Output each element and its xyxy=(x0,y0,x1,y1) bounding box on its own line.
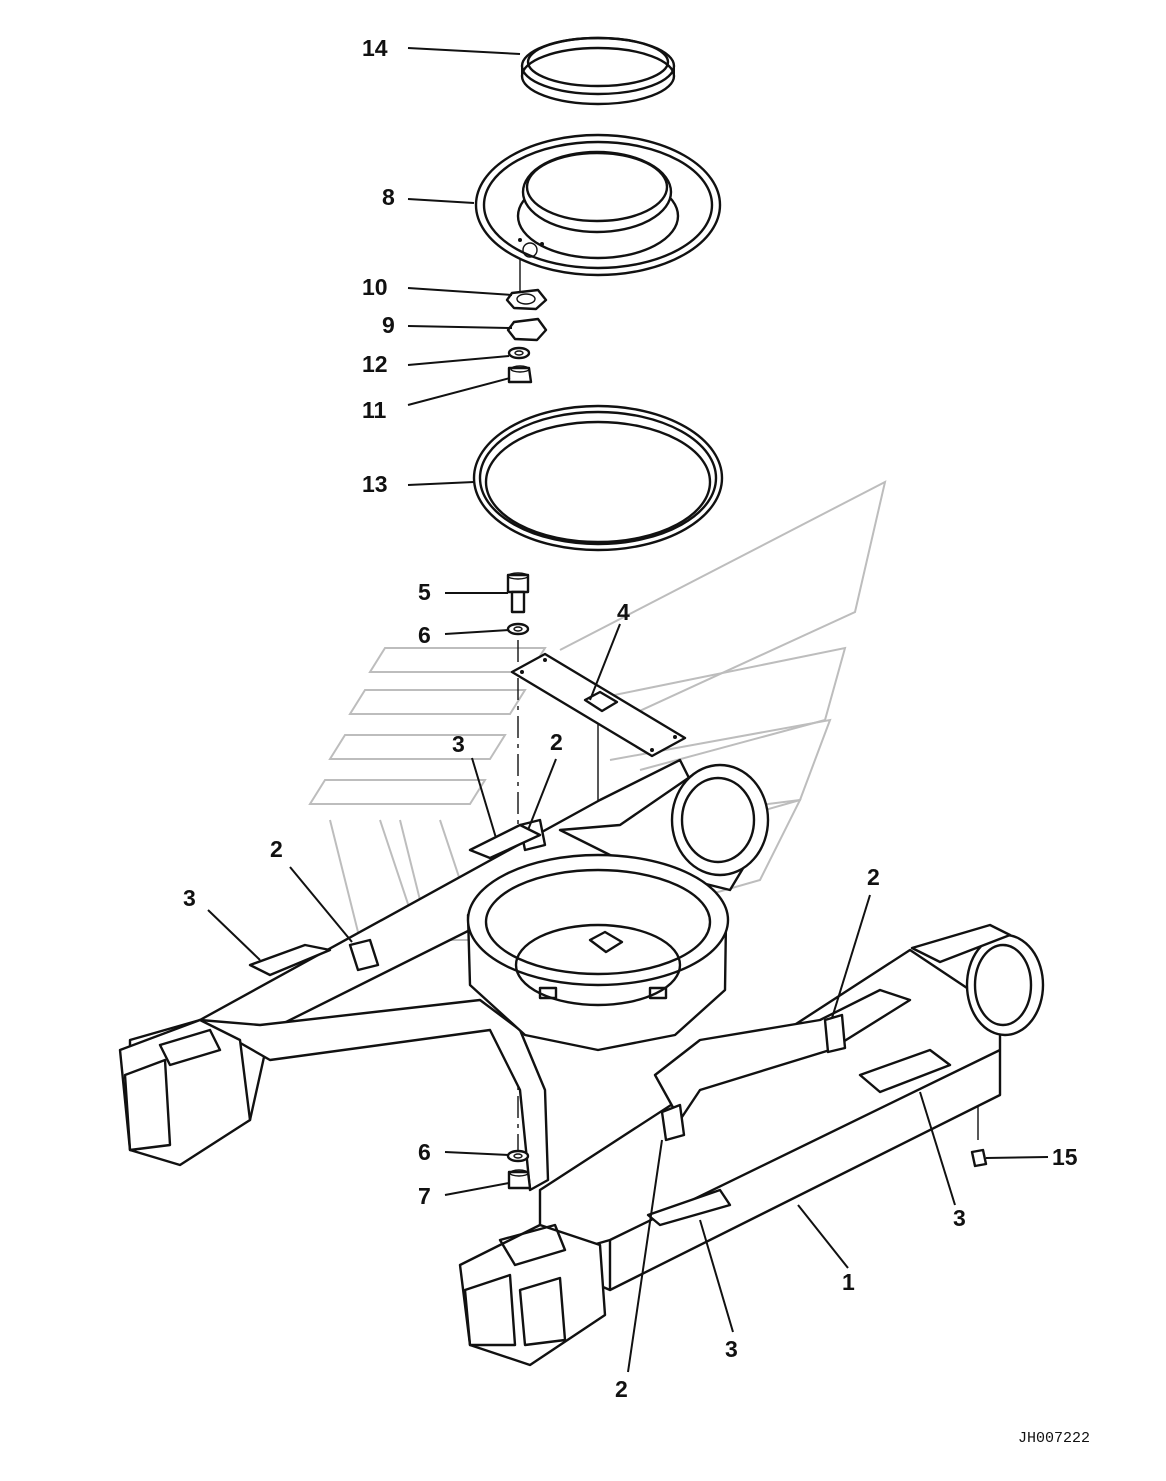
callout-4: 4 xyxy=(617,599,630,625)
callout-2-lower: 2 xyxy=(615,1376,628,1402)
part-5-bolt xyxy=(506,572,530,614)
callout-labels: 14 8 10 9 12 11 13 5 6 4 3 2 2 3 2 6 7 1… xyxy=(183,35,1078,1402)
callout-3-upper: 3 xyxy=(452,731,465,757)
callout-2-left: 2 xyxy=(270,836,283,862)
part-6-washer-lower xyxy=(506,1149,530,1163)
part-13-ring xyxy=(472,404,724,552)
callout-7: 7 xyxy=(418,1183,431,1209)
callout-3-right: 3 xyxy=(953,1205,966,1231)
callout-1: 1 xyxy=(842,1269,855,1295)
callout-12: 12 xyxy=(362,351,388,377)
part-1-track-frame xyxy=(118,758,1045,1367)
callout-6-upper: 6 xyxy=(418,622,431,648)
part-14-seal xyxy=(520,36,676,106)
part-7-nut xyxy=(507,1169,532,1190)
part-12-washer xyxy=(507,346,531,360)
part-10-gasket xyxy=(505,288,548,311)
callout-10: 10 xyxy=(362,274,388,300)
part-4-plate xyxy=(510,652,687,758)
callout-2-right: 2 xyxy=(867,864,880,890)
callout-8: 8 xyxy=(382,184,395,210)
part-9-plate xyxy=(506,317,548,342)
part-8-cover xyxy=(474,133,722,277)
callout-14: 14 xyxy=(362,35,388,61)
callout-6-lower: 6 xyxy=(418,1139,431,1165)
part-6-washer-upper xyxy=(506,622,530,636)
callout-2-upper: 2 xyxy=(550,729,563,755)
callout-15: 15 xyxy=(1052,1144,1078,1170)
callout-3-lower: 3 xyxy=(725,1336,738,1362)
callout-5: 5 xyxy=(418,579,431,605)
drawing-code: JH007222 xyxy=(1018,1430,1090,1447)
leader-lines xyxy=(207,47,1049,1373)
callout-3-left: 3 xyxy=(183,885,196,911)
part-11-nut xyxy=(507,365,533,384)
callout-13: 13 xyxy=(362,471,388,497)
callout-11: 11 xyxy=(362,397,387,423)
callout-9: 9 xyxy=(382,312,395,338)
